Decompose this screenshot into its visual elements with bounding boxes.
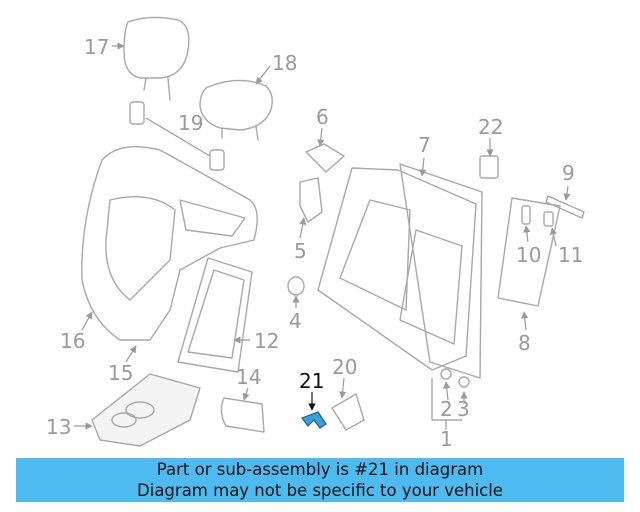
part-14-cover xyxy=(220,397,265,433)
part-12-frame xyxy=(177,257,253,373)
callout-2: 2 xyxy=(440,397,453,421)
part-18-headrest xyxy=(199,79,273,141)
callout-6: 6 xyxy=(316,105,329,129)
part-seat-frame xyxy=(317,167,477,371)
banner-line-2: Diagram may not be specific to your vehi… xyxy=(137,481,503,500)
callout-4: 4 xyxy=(289,309,302,333)
part-6-latch-cover xyxy=(305,143,345,173)
callout-16: 16 xyxy=(60,329,85,353)
callout-17: 17 xyxy=(84,35,109,59)
part-22-clip xyxy=(479,155,499,179)
callout-10: 10 xyxy=(516,243,541,267)
part-5-latch xyxy=(299,177,323,223)
part-10-insert xyxy=(521,205,531,225)
callout-15: 15 xyxy=(108,361,133,385)
callout-22: 22 xyxy=(478,115,503,139)
callout-18: 18 xyxy=(272,51,297,75)
part-11-insert xyxy=(543,211,554,227)
callout-19: 19 xyxy=(178,111,203,135)
part-19-guides xyxy=(129,101,225,171)
part-17-headrest xyxy=(123,16,190,101)
callout-1: 1 xyxy=(440,427,453,451)
info-banner: Part or sub-assembly is #21 in diagram D… xyxy=(16,458,624,502)
banner-line-1: Part or sub-assembly is #21 in diagram xyxy=(156,460,484,479)
callout-11: 11 xyxy=(558,243,583,267)
callout-8: 8 xyxy=(518,331,531,355)
part-9-trim-strip xyxy=(545,195,585,219)
part-13-armrest xyxy=(91,373,201,447)
callout-5: 5 xyxy=(294,239,307,263)
callout-20: 20 xyxy=(332,355,357,379)
callout-labels: 17 18 19 6 7 22 9 5 10 11 16 12 4 8 15 1… xyxy=(46,35,583,451)
callout-13: 13 xyxy=(46,415,71,439)
callout-21: 21 xyxy=(299,369,324,393)
callout-14: 14 xyxy=(236,365,261,389)
part-7-back-panel xyxy=(399,163,483,379)
callout-7: 7 xyxy=(418,133,431,157)
callout-12: 12 xyxy=(254,329,279,353)
leader-lines xyxy=(74,42,571,430)
callout-3: 3 xyxy=(457,397,470,421)
part-8-panel xyxy=(497,197,561,307)
part-20-bracket xyxy=(331,393,365,431)
part-2-screw xyxy=(440,368,452,380)
part-4-bushing xyxy=(287,276,305,296)
part-16-seatback-cushion xyxy=(81,145,258,341)
part-21-highlighted xyxy=(301,411,327,429)
callout-9: 9 xyxy=(562,161,575,185)
part-3-nut xyxy=(458,376,470,388)
